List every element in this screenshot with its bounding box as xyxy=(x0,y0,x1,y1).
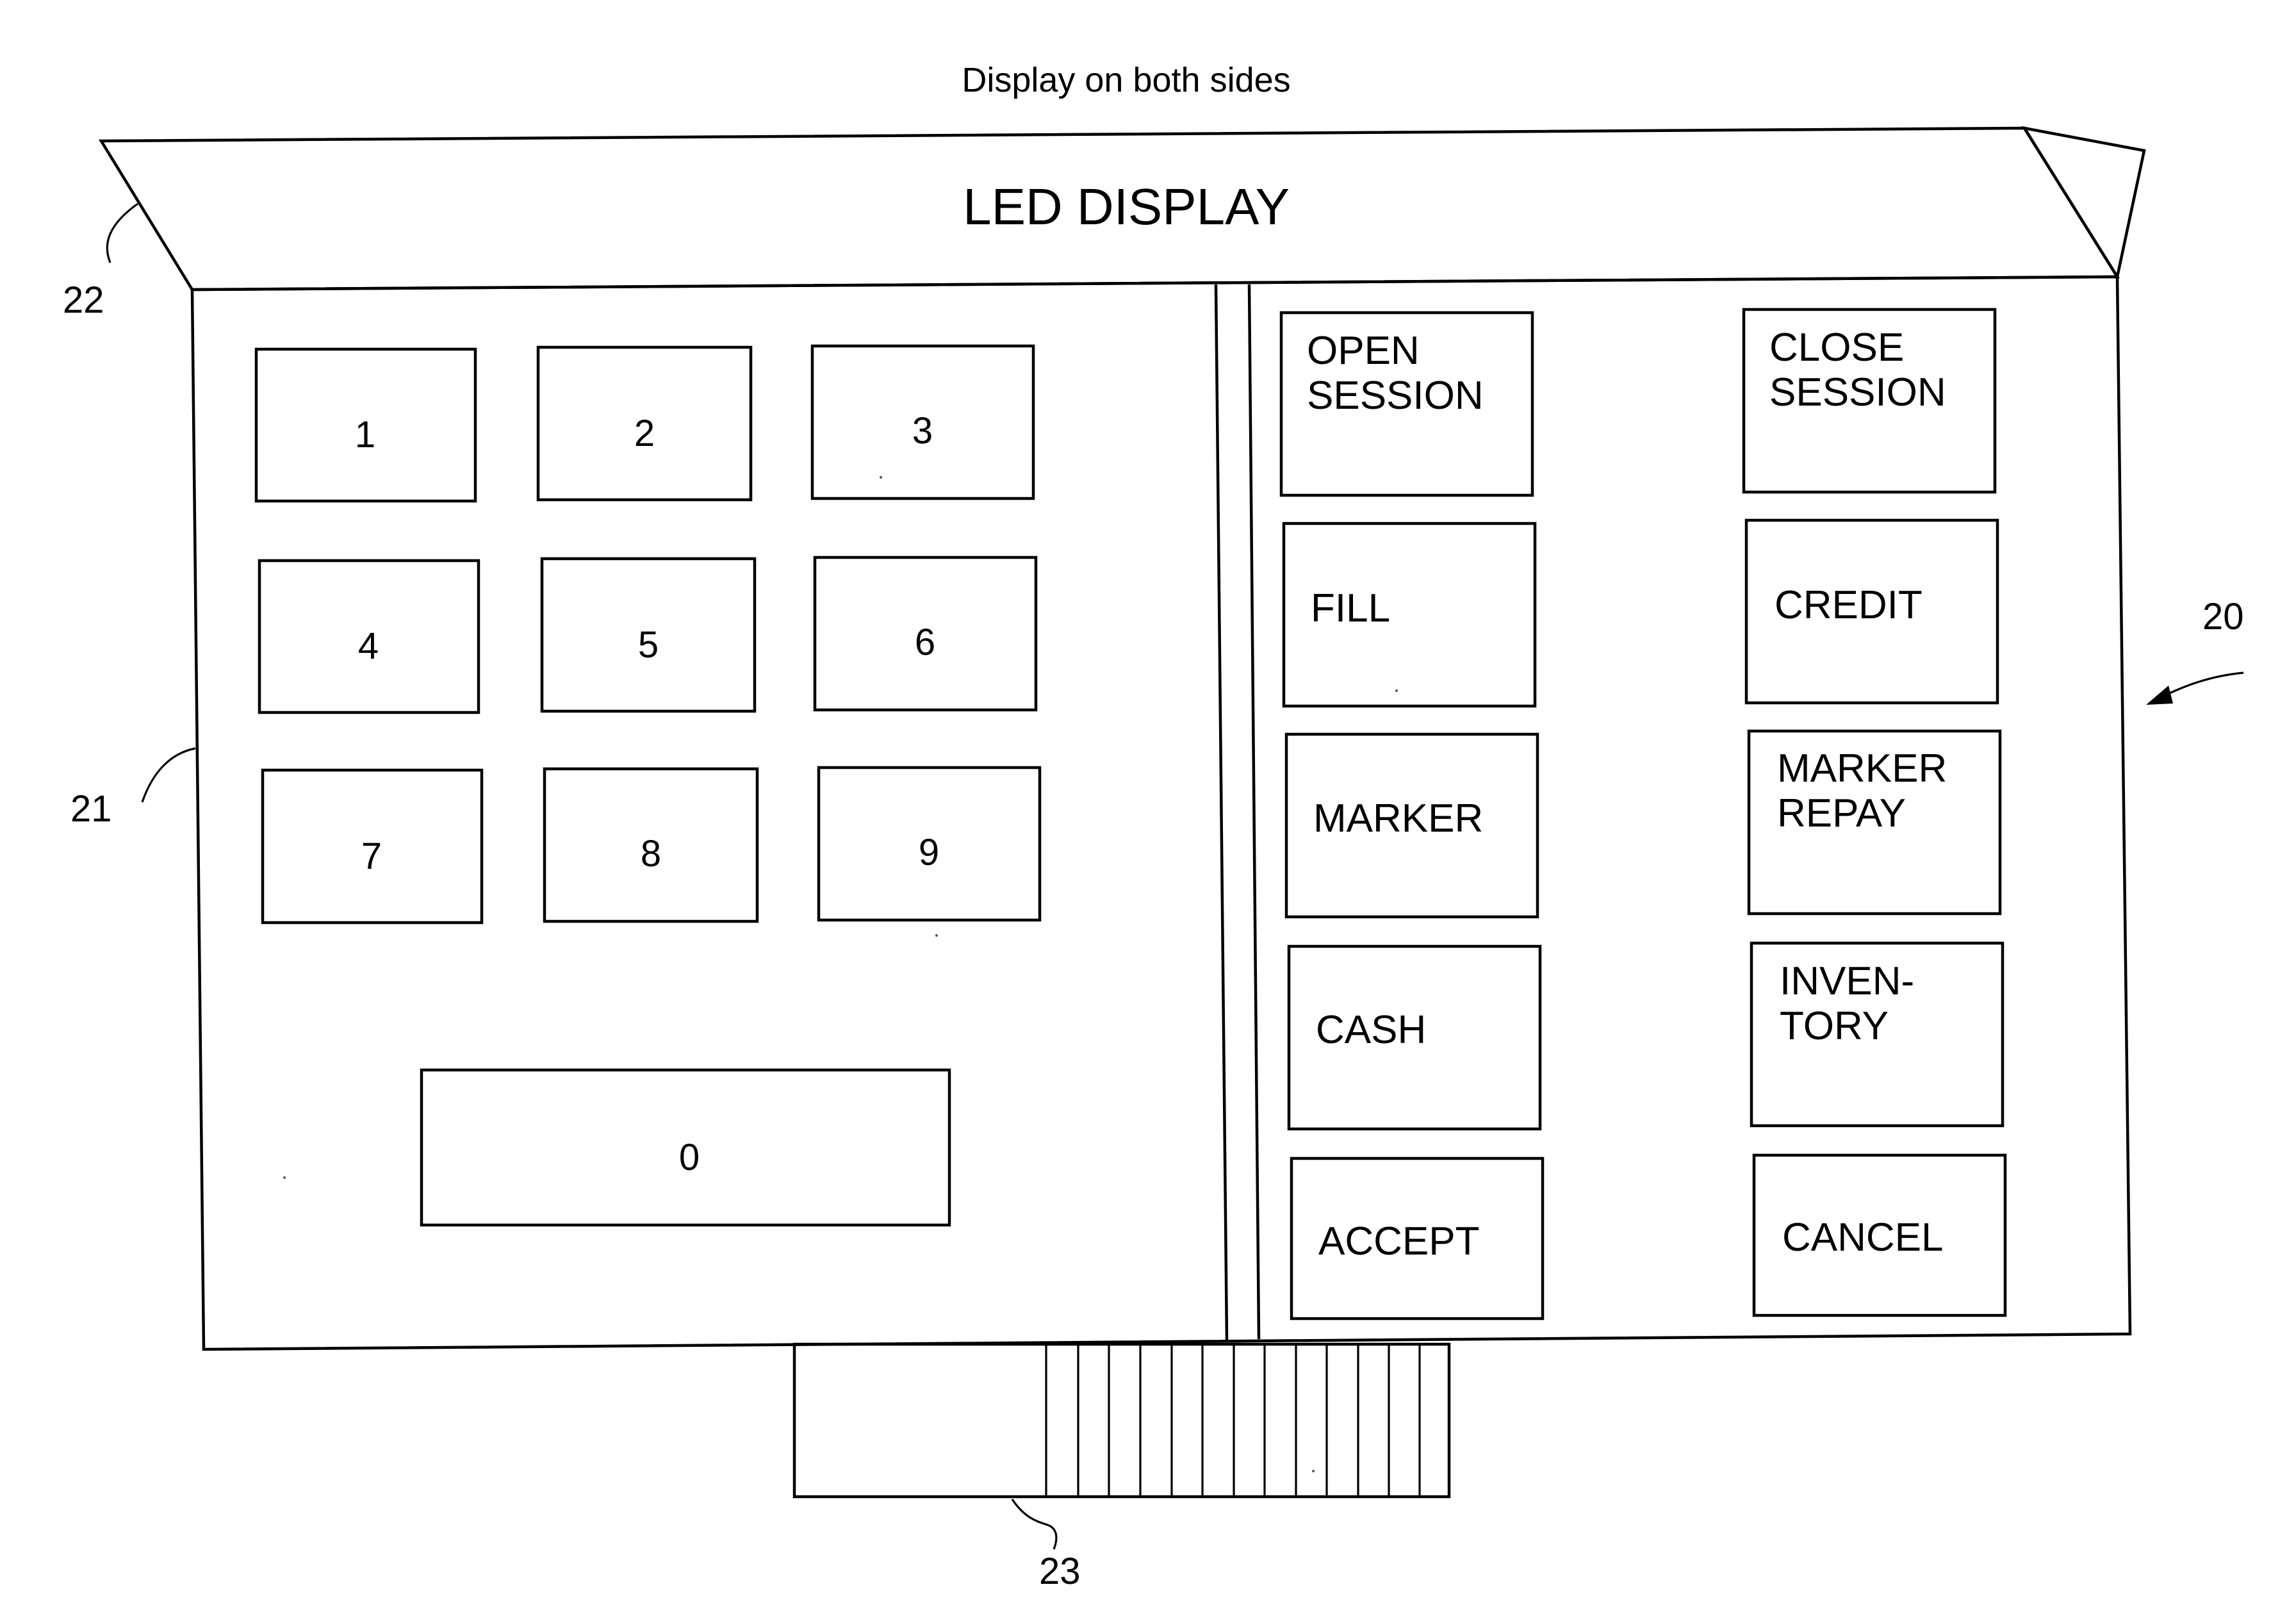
reference-22-label: 22 xyxy=(63,279,104,321)
open-session-label-line-2: SESSION xyxy=(1307,374,1484,418)
marker-repay-button[interactable]: MARKER REPAY xyxy=(1749,731,2000,914)
key-7-label: 7 xyxy=(361,835,382,877)
key-0-label: 0 xyxy=(679,1137,700,1178)
cancel-label: CANCEL xyxy=(1782,1215,1944,1260)
key-2-label: 2 xyxy=(634,413,655,454)
key-5-label: 5 xyxy=(638,624,659,666)
accept-button[interactable]: ACCEPT xyxy=(1292,1158,1543,1319)
connector-pins xyxy=(1046,1344,1420,1497)
reference-23: 23 xyxy=(1012,1499,1081,1592)
function-keys: OPEN SESSION CLOSE SESSION FILL CREDIT M… xyxy=(1281,309,2005,1319)
accept-label: ACCEPT xyxy=(1318,1219,1479,1263)
reference-21-label: 21 xyxy=(70,788,112,830)
key-0[interactable]: 0 xyxy=(422,1070,949,1225)
marker-button[interactable]: MARKER xyxy=(1286,734,1538,917)
reference-22: 22 xyxy=(63,204,138,321)
cash-label: CASH xyxy=(1316,1008,1426,1052)
key-7[interactable]: 7 xyxy=(263,770,482,923)
led-display: LED DISPLAY xyxy=(101,128,2144,290)
reference-23-label: 23 xyxy=(1039,1551,1081,1592)
key-6-label: 6 xyxy=(915,621,935,663)
marker-repay-label-line-2: REPAY xyxy=(1777,791,1906,835)
led-display-label: LED DISPLAY xyxy=(963,178,1290,235)
credit-label: CREDIT xyxy=(1775,583,1923,627)
inventory-button[interactable]: INVEN- TORY xyxy=(1751,943,2003,1126)
key-6[interactable]: 6 xyxy=(815,557,1036,710)
marker-repay-label-line-1: MARKER xyxy=(1777,746,1947,791)
key-4[interactable]: 4 xyxy=(259,561,479,712)
close-session-label-line-2: SESSION xyxy=(1769,370,1946,415)
key-4-label: 4 xyxy=(358,625,379,667)
connector xyxy=(794,1344,1449,1497)
key-9[interactable]: 9 xyxy=(819,768,1040,920)
reference-21: 21 xyxy=(70,748,195,830)
key-3[interactable]: 3 xyxy=(812,346,1033,498)
key-8-label: 8 xyxy=(641,833,661,875)
key-3-label: 3 xyxy=(912,410,933,452)
cancel-button[interactable]: CANCEL xyxy=(1754,1155,2005,1315)
caption-text: Display on both sides xyxy=(962,61,1290,99)
key-2[interactable]: 2 xyxy=(538,347,751,500)
key-1-label: 1 xyxy=(355,414,375,456)
credit-button[interactable]: CREDIT xyxy=(1746,520,1997,703)
fill-label: FILL xyxy=(1311,586,1390,630)
close-session-button[interactable]: CLOSE SESSION xyxy=(1744,309,1995,492)
reference-20-label: 20 xyxy=(2202,596,2244,638)
arrowhead-icon xyxy=(2146,686,2173,705)
cash-button[interactable]: CASH xyxy=(1289,946,1540,1129)
reference-20: 20 xyxy=(2146,596,2244,705)
key-9-label: 9 xyxy=(919,832,939,873)
open-session-label-line-1: OPEN xyxy=(1307,329,1420,373)
inventory-label-line-2: TORY xyxy=(1780,1004,1889,1048)
inventory-label-line-1: INVEN- xyxy=(1780,959,1914,1003)
marker-label: MARKER xyxy=(1313,796,1483,841)
close-session-label-line-1: CLOSE xyxy=(1769,325,1904,370)
numeric-keypad: 1 2 3 4 5 6 7 8 xyxy=(256,346,1040,1225)
fill-button[interactable]: FILL xyxy=(1284,523,1535,706)
open-session-button[interactable]: OPEN SESSION xyxy=(1281,313,1532,495)
key-8[interactable]: 8 xyxy=(545,769,757,921)
key-5[interactable]: 5 xyxy=(542,559,755,711)
key-1[interactable]: 1 xyxy=(256,349,475,501)
